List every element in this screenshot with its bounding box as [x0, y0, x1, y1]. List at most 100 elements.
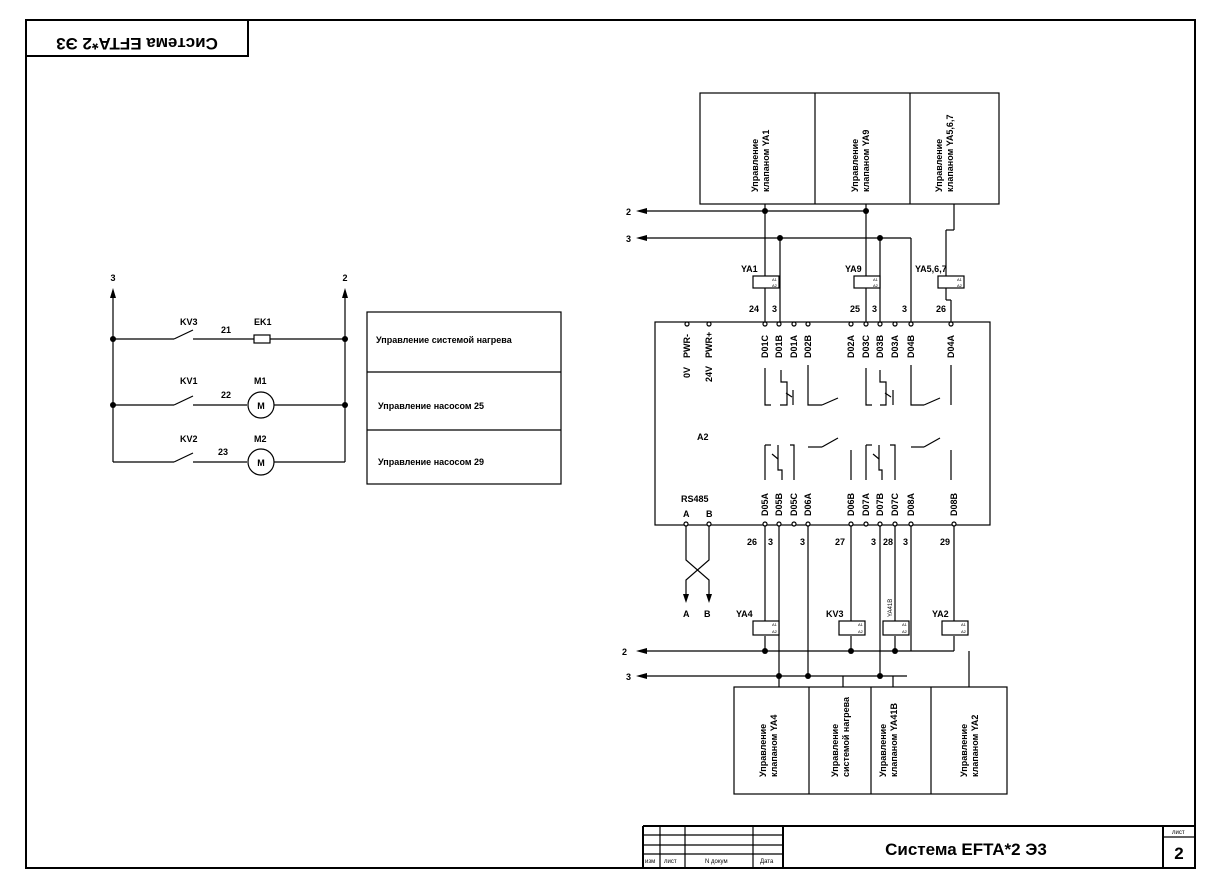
terminal-d04a: D04A — [946, 334, 956, 358]
ek1-label: EK1 — [254, 317, 272, 327]
terminal-d03a: D03A — [890, 334, 900, 358]
bottom-coils: YA4 KV3 YA41B YA2 A1 A2 A1 A2 A1 A2 A1 A… — [736, 599, 969, 636]
terminal-d07a: D07A — [861, 492, 871, 516]
coil-kv3-label: KV3 — [826, 609, 844, 619]
wire-21-label: 21 — [221, 325, 231, 335]
col-list: лист — [664, 859, 677, 865]
terminal-d02b: D02B — [803, 334, 813, 358]
module-name: A2 — [697, 432, 709, 442]
relay-contacts-top — [764, 365, 952, 406]
terminal-d01a: D01A — [789, 334, 799, 358]
left-description-table: Управление системой нагрева Управление н… — [366, 311, 562, 485]
coil-ya9-pin-a1: A1 — [873, 277, 879, 282]
terminal-d06a: D06A — [803, 492, 813, 516]
wire-3-a: 3 — [772, 304, 777, 314]
terminal-d08a: D08A — [906, 492, 916, 516]
bottom-desc-2: Управлениеклапаном YA41B — [878, 703, 899, 777]
coil-ya4-pin-a1: A1 — [772, 622, 778, 627]
rs485-out-b: B — [704, 609, 711, 619]
bus-2-bottom-label: 2 — [622, 647, 627, 657]
terminal-d07b: D07B — [875, 492, 885, 516]
bus-2-top-label: 2 — [626, 207, 631, 217]
coil-ya567-pin-a1: A1 — [957, 277, 963, 282]
coil-ya2-label: YA2 — [932, 609, 949, 619]
rs485-pin-a: A — [683, 509, 690, 519]
desc-pump-25: Управление насосом 25 — [378, 401, 484, 411]
terminal-d08b: D08B — [949, 492, 959, 516]
terminal-d04b: D04B — [906, 334, 916, 358]
contact-kv2-label: KV2 — [180, 434, 198, 444]
bottom-desc-1: Управлениесистемой нагрева — [830, 696, 851, 777]
terminal-d07c: D07C — [890, 492, 900, 516]
power-0v: 0V — [682, 367, 692, 378]
coil-ya4-pin-a2: A2 — [772, 629, 778, 634]
motor-m1-glyph: M — [257, 401, 265, 411]
terminal-d01c: D01C — [760, 334, 770, 358]
top-coils: YA1 YA9 YA5,6,7 A1 A2 A1 A2 A1 A2 — [741, 264, 965, 289]
terminal-d05a: D05A — [760, 492, 770, 516]
relay-contacts-bottom — [764, 437, 952, 480]
coil-ya567-label: YA5,6,7 — [915, 264, 947, 274]
col-date: Дата — [760, 859, 774, 865]
coil-ya41b-pin-a2: A2 — [902, 629, 908, 634]
coil-ya2-pin-a1: A1 — [961, 622, 967, 627]
wire-24: 24 — [749, 304, 759, 314]
wire-28: 28 — [883, 537, 893, 547]
drawing-frame — [25, 19, 1196, 869]
coil-ya9-pin-a2: A2 — [873, 283, 879, 288]
rs485-label: RS485 — [681, 494, 709, 504]
terminal-d06b: D06B — [846, 492, 856, 516]
terminal-d02a: D02A — [846, 334, 856, 358]
bottom-wire-numbers: 26 3 3 27 3 28 3 29 — [747, 537, 950, 547]
sheet-title: Система EFTA*2 Э3 — [885, 840, 1047, 859]
coil-ya567-pin-a2: A2 — [957, 283, 963, 288]
wire-25: 25 — [850, 304, 860, 314]
rs485-pin-b: B — [706, 509, 713, 519]
coil-ya41b-label: YA41B — [888, 599, 894, 617]
motor-m2-glyph: M — [257, 458, 265, 468]
title-block: изм лист N докум Дата Система EFTA*2 Э3 … — [642, 825, 1195, 868]
wire-27: 27 — [835, 537, 845, 547]
contact-kv1-label: KV1 — [180, 376, 198, 386]
sheet-number: 2 — [1174, 844, 1183, 863]
top-wire-numbers: 24 3 25 3 3 26 — [749, 304, 946, 314]
bus-3-top-label: 3 — [626, 234, 631, 244]
left-power-circuit: 3 2 KV3 21 EK1 M KV1 22 M1 M KV2 23 M2 — [110, 273, 348, 476]
col-doc: N докум — [705, 859, 728, 865]
wire-3-c: 3 — [902, 304, 907, 314]
terminal-d05c: D05C — [789, 492, 799, 516]
terminal-d03b: D03B — [875, 334, 885, 358]
coil-ya1-label: YA1 — [741, 264, 758, 274]
wire-23-label: 23 — [218, 447, 228, 457]
desc-pump-29: Управление насосом 29 — [378, 457, 484, 467]
terminal-d01b: D01B — [774, 334, 784, 358]
wire-26-bottom: 26 — [747, 537, 757, 547]
rotated-stamp: Система EFTA*2 Э3 — [26, 20, 249, 57]
top-desc-1: Управлениеклапаном YA9 — [850, 130, 871, 192]
bottom-desc-3: Управлениеклапаном YA2 — [959, 715, 980, 777]
wire-3-d: 3 — [768, 537, 773, 547]
bottom-description-blocks: Управлениеклапаном YA4 Управлениесистемой… — [733, 686, 1008, 795]
wire-26-top: 26 — [936, 304, 946, 314]
rs485-out-a: A — [683, 609, 690, 619]
coil-ya2-pin-a2: A2 — [961, 629, 967, 634]
coil-ya1-pin-a2: A2 — [772, 283, 778, 288]
rs485-cable: A B — [683, 526, 712, 619]
terminal-d03c: D03C — [861, 334, 871, 358]
wire-22-label: 22 — [221, 390, 231, 400]
sheet-label: лист — [1172, 830, 1185, 836]
power-pwr-plus: PWR+ — [704, 332, 714, 358]
col-izm: изм — [645, 859, 655, 865]
top-desc-2: Управлениеклапаном YA5,6,7 — [934, 115, 955, 192]
desc-heating: Управление системой нагрева — [376, 335, 513, 345]
bus-3-bottom-label: 3 — [626, 672, 631, 682]
power-24v: 24V — [704, 366, 714, 382]
top-wiring — [762, 204, 955, 323]
bottom-desc-0: Управлениеклапаном YA4 — [758, 715, 779, 777]
wire-3-g: 3 — [903, 537, 908, 547]
coil-ya1-pin-a1: A1 — [772, 277, 778, 282]
right-bus-label: 2 — [342, 273, 347, 283]
